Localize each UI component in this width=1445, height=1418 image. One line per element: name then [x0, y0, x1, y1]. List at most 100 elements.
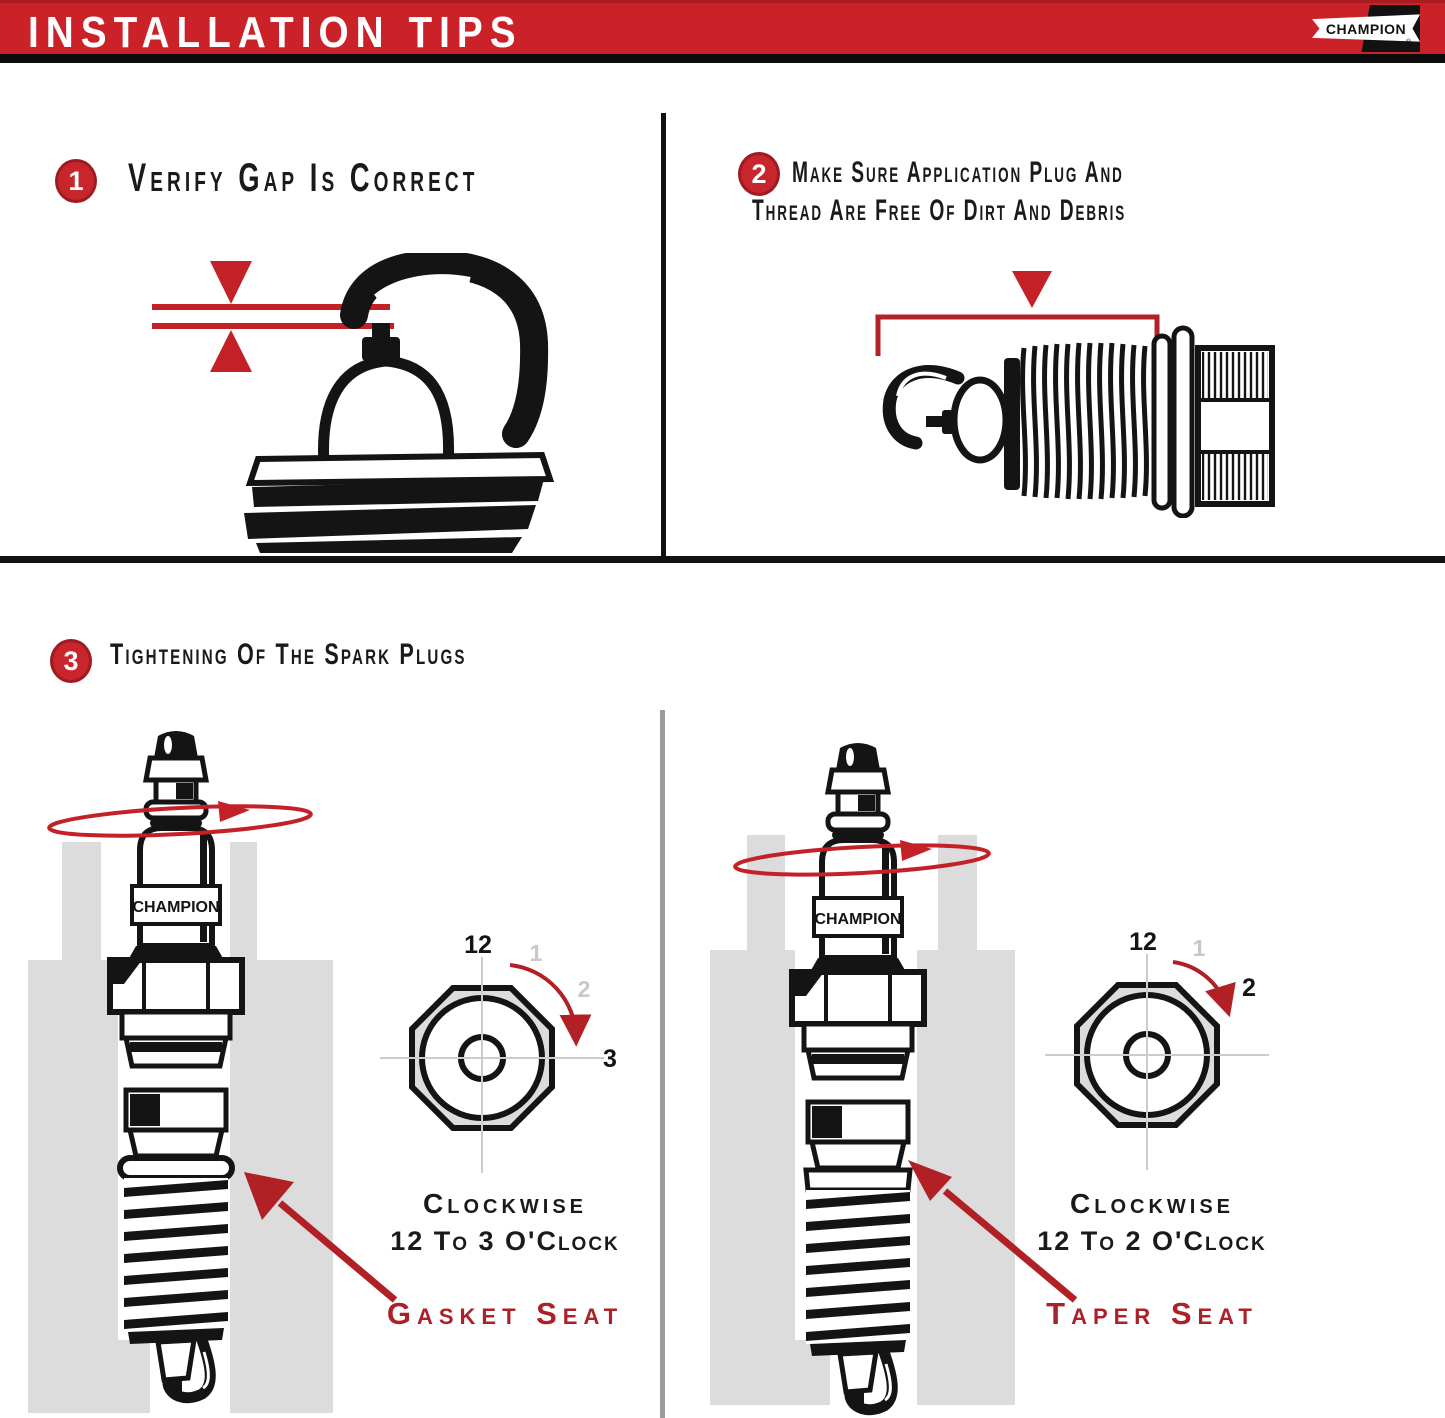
- ground-electrode: [162, 1334, 216, 1404]
- trademark-symbol: ®: [1405, 39, 1411, 46]
- clock-1: 1: [1193, 935, 1206, 961]
- shell-collar: [128, 946, 224, 960]
- gap-line-lower: [152, 323, 394, 329]
- direction-left-line2: 12 To 3 O'Clock: [390, 1226, 620, 1256]
- champion-logo: CHAMPION ®: [1312, 5, 1420, 52]
- plug-brand-text: CHAMPION: [814, 911, 901, 928]
- ground-electrode: [340, 253, 549, 448]
- head-silhouette: [28, 960, 118, 1413]
- clock-12: 12: [1129, 928, 1157, 956]
- step-2-title-line1: Make Sure Application Plug And: [792, 156, 1124, 189]
- terminal-highlight: [846, 748, 854, 766]
- clock-2: 2: [578, 976, 591, 1002]
- step-3-number: 3: [63, 645, 79, 676]
- header-black-bar: [0, 54, 1445, 63]
- head-silhouette: [118, 1340, 150, 1413]
- clockwise-arc: [509, 963, 592, 1047]
- taper-arrowhead-icon: [908, 1160, 952, 1201]
- rotation-arrowhead-icon: [900, 840, 932, 861]
- gasket-seat-label: Gasket Seat: [386, 1296, 624, 1331]
- electrode-highlight: [202, 1351, 210, 1390]
- thread-band-2: [244, 505, 536, 539]
- shell-ring-shade: [812, 1054, 904, 1064]
- rotation-arrow-left: [47, 801, 313, 838]
- seat-flange: [1151, 333, 1173, 511]
- clockwise-arc: [1172, 960, 1236, 1018]
- thread-ridges: [1020, 342, 1149, 500]
- center-electrode-tip: [926, 416, 942, 427]
- rotation-ellipse: [733, 843, 991, 877]
- torque-clock-gasket: 12 1 2 3: [380, 931, 617, 1173]
- rotation-arrowhead-icon: [218, 801, 250, 822]
- shell-start: [1004, 358, 1020, 490]
- shell-flange: [245, 451, 555, 487]
- shell-ring-3-shade: [812, 1106, 842, 1138]
- step-2-badge: 2: [738, 152, 780, 196]
- step-1-badge: 1: [55, 159, 97, 203]
- insulator-dome: [318, 355, 455, 471]
- head-silhouette: [710, 950, 795, 1405]
- shell-collar: [810, 958, 906, 972]
- terminal-flare: [825, 767, 891, 795]
- spark-plug-taper-seat: CHAMPION: [789, 743, 927, 1416]
- electrode-highlight: [884, 1363, 892, 1402]
- hex-shade: [792, 972, 824, 996]
- champion-logo-text: CHAMPION: [1325, 20, 1407, 37]
- torque-clock-taper: 12 1 2: [1045, 928, 1269, 1170]
- thread-ridges: [124, 1180, 228, 1329]
- hex-facet-top: [1202, 352, 1268, 398]
- gasket-arrowhead-icon: [244, 1172, 294, 1220]
- clock-1: 1: [530, 940, 543, 966]
- direction-right-line1: Clockwise: [1070, 1188, 1234, 1219]
- insulator-nose: [155, 1337, 197, 1383]
- direction-left-line1: Clockwise: [423, 1188, 587, 1219]
- clock-12: 12: [464, 931, 492, 959]
- terminal-shade: [176, 783, 193, 799]
- gap-line-upper: [152, 304, 390, 310]
- taper-seat-label: Taper Seat: [1046, 1296, 1258, 1331]
- taper-arrow-line: [942, 1188, 1078, 1303]
- ground-electrode: [882, 365, 965, 450]
- gap-arrow-down-icon: [210, 261, 252, 304]
- terminal-flare: [143, 755, 209, 783]
- rotation-arrow-right: [733, 840, 991, 877]
- clock-3: 3: [603, 1045, 617, 1073]
- center-electrode-tip: [372, 323, 390, 339]
- brand-label-box: [130, 884, 222, 926]
- hex-shade: [110, 960, 142, 984]
- divider-vertical-top: [661, 113, 666, 559]
- electrode-highlight: [374, 274, 471, 300]
- champion-logo-bowtie: CHAMPION: [1312, 14, 1420, 42]
- step-2-title-line2: Thread Are Free Of Dirt And Debris: [752, 194, 1127, 227]
- thread-ridges: [806, 1192, 910, 1341]
- brand-label-box: [812, 896, 904, 938]
- step-3-title: Tightening Of The Spark Plugs: [110, 638, 467, 671]
- terminal-nut: [154, 731, 198, 758]
- ground-electrode: [844, 1346, 898, 1416]
- step-3-badge: 3: [50, 639, 92, 683]
- head-silhouette: [230, 842, 257, 960]
- thread-band-3: [256, 537, 522, 553]
- spark-plug-gasket-seat: CHAMPION: [107, 731, 245, 1404]
- step-2-number: 2: [751, 158, 767, 189]
- insulator-nose: [837, 1349, 879, 1395]
- rotation-ellipse: [47, 804, 313, 838]
- plug-brand-text: CHAMPION: [132, 899, 219, 916]
- clean-thread-illustration: [875, 271, 1275, 518]
- clock-2: 2: [1242, 974, 1256, 1002]
- page-title: INSTALLATION TIPS: [28, 8, 523, 57]
- head-silhouette: [62, 842, 101, 960]
- electrode-highlight: [896, 371, 947, 397]
- step-1-title: Verify Gap Is Correct: [128, 156, 479, 200]
- span-arrow-icon: [1012, 271, 1052, 308]
- terminal-nut: [836, 743, 880, 770]
- hex-facet-bottom: [1202, 454, 1268, 500]
- divider-vertical-bottom: [660, 710, 665, 1418]
- direction-right-line2: 12 To 2 O'Clock: [1037, 1226, 1267, 1256]
- header-red-bar: [0, 0, 1445, 54]
- gap-check-illustration: [152, 253, 555, 553]
- shell-ring-1: [801, 1021, 915, 1053]
- gap-arrow-up-icon: [210, 330, 252, 372]
